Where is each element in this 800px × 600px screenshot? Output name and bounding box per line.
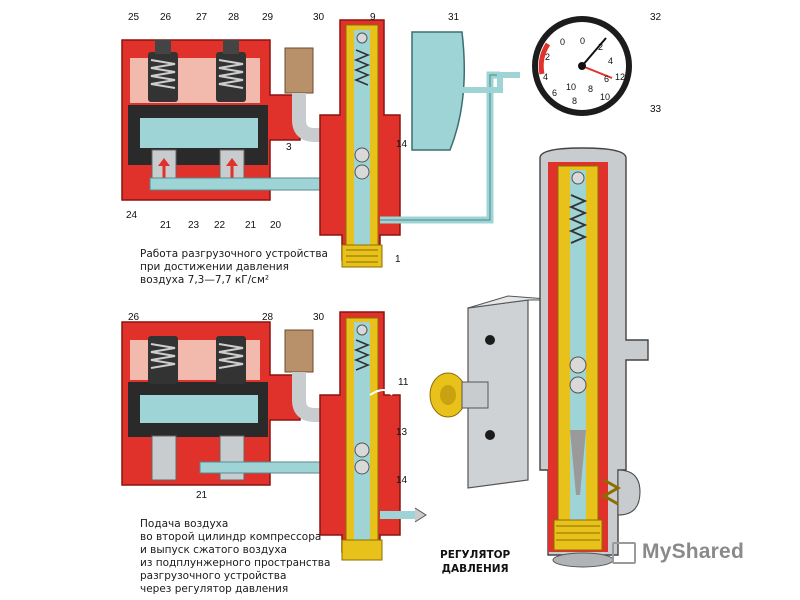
part-number-label: 9 [370, 12, 376, 23]
part-number-label: 25 [128, 12, 140, 23]
projector-screen-icon [612, 542, 636, 564]
bottom-valve-left [148, 336, 178, 481]
part-number-label: 14 [396, 139, 408, 150]
top-unloader-assembly [121, 19, 500, 268]
part-number-label: 0 [580, 36, 585, 46]
top-caption-line: Работа разгрузочного устройства [140, 248, 328, 260]
part-number-label: 10 [566, 82, 576, 92]
top-valve-left [148, 40, 178, 191]
top-elbow-pipe [292, 93, 330, 142]
part-number-label: 29 [262, 12, 274, 23]
part-number-label: 20 [270, 220, 282, 231]
bottom-caption-line: Подача воздуха [140, 518, 229, 530]
part-number-label: 8 [588, 84, 593, 94]
bottom-caption-line: разгрузочного устройства [140, 570, 287, 582]
part-number-label: 30 [313, 12, 325, 23]
top-air-channel [140, 118, 258, 148]
part-number-label: 2 [545, 52, 550, 62]
part-number-label: 0 [560, 37, 565, 47]
part-number-label: 26 [160, 12, 172, 23]
part-number-label: 12 [615, 72, 625, 82]
part-number-label: 30 [313, 312, 325, 323]
part-number-label: 6 [552, 88, 557, 98]
part-number-label: 21 [245, 220, 257, 231]
top-caption: Работа разгрузочного устройства при дост… [140, 248, 328, 287]
part-number-label: 21 [160, 220, 172, 231]
part-number-label: 4 [608, 56, 613, 66]
part-number-label: 22 [214, 220, 226, 231]
air-reservoir-31 [411, 31, 465, 151]
regulator-caption-line: ДАВЛЕНИЯ [441, 563, 509, 575]
part-number-label: 11 [398, 377, 409, 388]
bottom-part-numbers: 26 28 30 11 13 14 21 [128, 312, 409, 501]
bottom-caption-line: через регулятор давления [140, 583, 289, 595]
part-number-label: 31 [448, 12, 460, 23]
top-air-filter-30 [284, 47, 314, 94]
part-number-label: 32 [650, 12, 662, 23]
part-number-label: 28 [262, 312, 274, 323]
bottom-valve-right [216, 336, 246, 481]
regulator-caption-line: РЕГУЛЯТОР [440, 549, 511, 561]
top-caption-line: воздуха 7,3—7,7 кГ/см² [140, 274, 270, 286]
part-number-label: 24 [126, 210, 138, 221]
watermark: MyShared [612, 540, 772, 568]
part-number-label: 1 [395, 254, 401, 265]
bottom-caption: Подача воздуха во второй цилиндр компрес… [140, 518, 330, 596]
regulator-caption: РЕГУЛЯТОР ДАВЛЕНИЯ [440, 548, 510, 576]
pressure-regulator [429, 147, 649, 568]
part-number-label: 8 [572, 96, 577, 106]
part-number-label: 10 [600, 92, 610, 102]
watermark-text: MyShared [642, 540, 744, 563]
part-number-label: 28 [228, 12, 240, 23]
part-number-label: 2 [598, 42, 603, 52]
bottom-caption-line: и выпуск сжатого воздуха [140, 544, 287, 556]
bottom-unloader-assembly [121, 311, 427, 561]
bottom-caption-line: во второй цилиндр компрессора [140, 531, 322, 543]
top-air-line [149, 177, 321, 191]
part-number-label: 27 [196, 12, 208, 23]
part-number-label: 21 [196, 490, 208, 501]
part-number-label: 6 [604, 74, 609, 84]
part-number-label: 33 [650, 104, 662, 115]
part-number-label: 13 [396, 427, 408, 438]
top-caption-line: при достижении давления [140, 261, 289, 273]
bottom-caption-line: из подплунжерного пространства [140, 557, 331, 569]
part-number-label: 3 [286, 142, 292, 153]
part-number-label: 4 [543, 72, 548, 82]
pressure-gauge [532, 16, 632, 116]
part-number-label: 23 [188, 220, 200, 231]
part-number-label: 26 [128, 312, 140, 323]
part-number-label: 14 [396, 475, 408, 486]
